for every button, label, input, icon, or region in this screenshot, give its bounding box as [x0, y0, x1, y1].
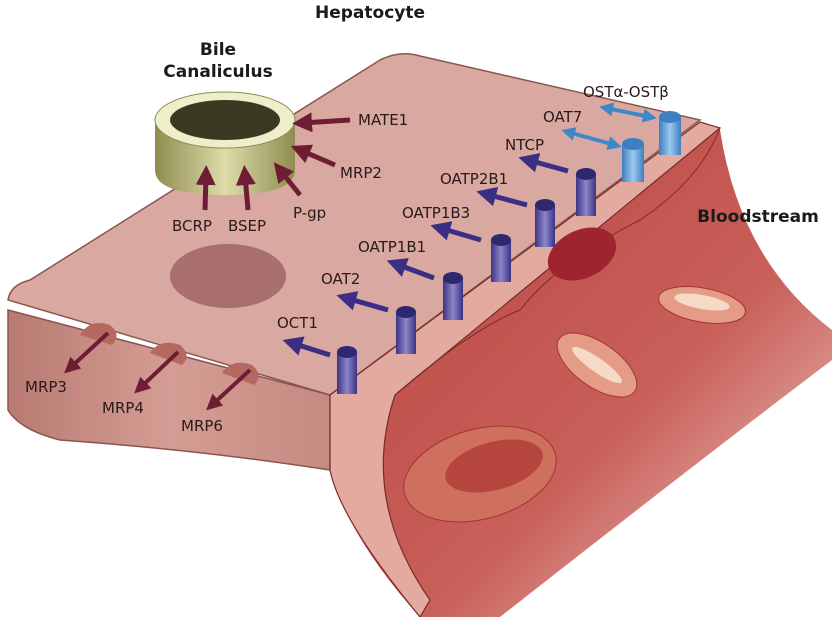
label-oatp1b3: OATP1B3 [402, 204, 470, 222]
hepatocyte-top-face [7, 53, 702, 396]
nucleus [170, 244, 286, 308]
basolateral-efflux-arrows [64, 331, 252, 411]
label-oatp1b1: OATP1B1 [358, 238, 426, 256]
mrp-pockets [80, 322, 259, 385]
label-oct1: OCT1 [277, 314, 318, 332]
bidirectional-arrows [561, 102, 657, 150]
label-oat7: OAT7 [543, 108, 582, 126]
label-bcrp: BCRP [172, 217, 212, 235]
red-blood-cells [403, 286, 746, 523]
label-mate1: MATE1 [358, 111, 408, 129]
label-pgp: P-gp [293, 204, 326, 222]
bile-canaliculus-title-line1: Bile [200, 40, 236, 60]
bile-canaliculus [154, 91, 296, 195]
label-ntcp: NTCP [505, 136, 544, 154]
canalicular-arrows [195, 112, 351, 211]
label-osta-ostb: OSTα-OSTβ [583, 83, 669, 101]
label-mrp4: MRP4 [102, 399, 144, 417]
label-bsep: BSEP [228, 217, 266, 235]
label-oat2: OAT2 [321, 270, 360, 288]
uptake-arrows [282, 153, 569, 358]
endothelial-nucleus [547, 227, 617, 281]
label-mrp3: MRP3 [25, 378, 67, 396]
uptake-transporter-cylinders [337, 111, 681, 394]
bile-canaliculus-title-line2: Canaliculus [163, 62, 272, 82]
label-mrp2: MRP2 [340, 164, 382, 182]
label-oatp2b1: OATP2B1 [440, 170, 508, 188]
bloodstream-title: Bloodstream [697, 207, 819, 227]
label-mrp6: MRP6 [181, 417, 223, 435]
hepatocyte-title: Hepatocyte [315, 3, 425, 23]
endothelium-wall [329, 121, 722, 617]
